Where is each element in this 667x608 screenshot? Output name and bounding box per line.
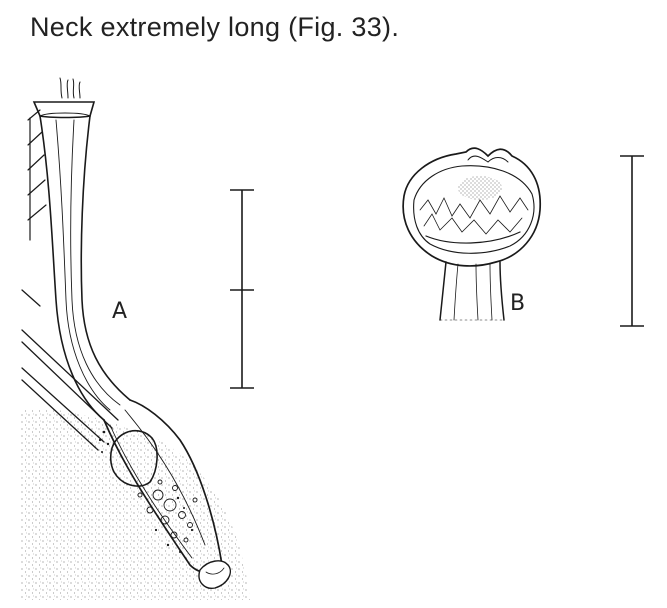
body-tip xyxy=(198,560,232,589)
granules xyxy=(98,430,194,553)
scale-bar-a xyxy=(230,189,254,389)
neck-b-right xyxy=(499,261,505,321)
scolex-inner-rim xyxy=(413,165,535,254)
host-tissue-hatching xyxy=(27,109,47,241)
vacuoles xyxy=(137,479,198,543)
torn-threads xyxy=(59,77,81,99)
scolex-apex-stipple xyxy=(458,176,502,200)
figure-caption: Neck extremely long (Fig. 33). xyxy=(30,12,400,42)
host-stippled-area xyxy=(20,409,250,600)
neck-wall-right xyxy=(80,115,131,401)
neck-b-left xyxy=(439,261,447,321)
scale-bar-b xyxy=(620,155,644,327)
scolex-fibers xyxy=(419,195,529,219)
panel-label-b: B xyxy=(510,291,525,316)
scolex-outline xyxy=(402,147,542,267)
panel-label-a: A xyxy=(112,299,127,324)
figure-b xyxy=(402,147,542,321)
figure-a xyxy=(20,77,250,600)
neck-wall-left xyxy=(39,115,105,421)
nucleus xyxy=(109,429,158,487)
